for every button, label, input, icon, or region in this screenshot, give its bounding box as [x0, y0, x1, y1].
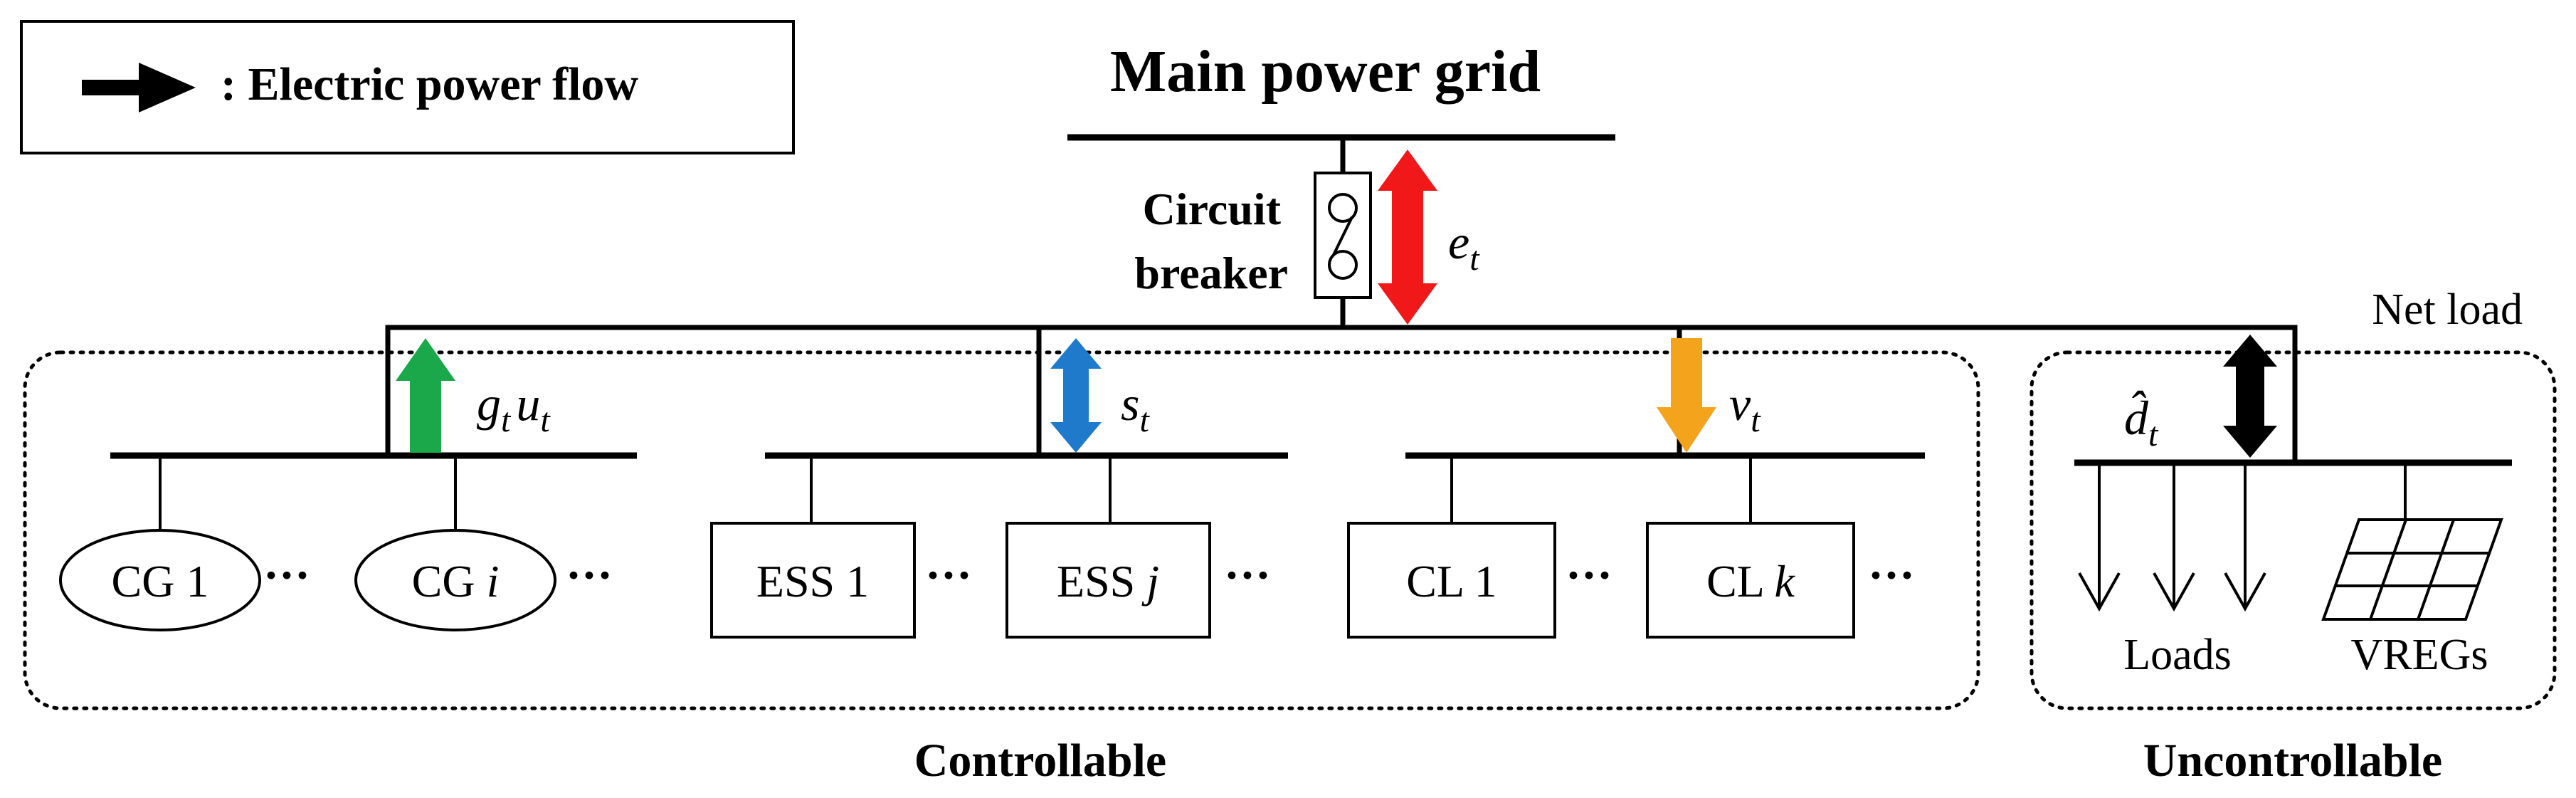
grid-title: Main power grid: [1110, 38, 1541, 105]
solar-panel-frame: [2321, 518, 2503, 621]
breaker-label-line2: breaker: [1134, 248, 1288, 298]
ess1-label: ESS 1: [756, 556, 869, 607]
solar-panel-icon: [2321, 518, 2503, 621]
loads-label: Loads: [2123, 631, 2232, 679]
net-load-label: Net load: [2372, 285, 2523, 334]
net-load-arrow-icon: [2223, 335, 2277, 458]
cl-ellipsis-end: ···: [1868, 550, 1915, 602]
storage-flow-label: st: [1121, 377, 1150, 439]
grid-exchange-label: et: [1448, 215, 1480, 278]
cg-ellipsis-end: ···: [566, 550, 613, 602]
cg1-label: CG 1: [112, 556, 209, 607]
net-load-flow-label: d̂t: [2124, 391, 2159, 453]
solar-panel-col-2: [2417, 519, 2455, 620]
controllable-label: Controllable: [914, 735, 1166, 787]
distribution-line: [385, 325, 2298, 463]
legend-label: : Electric power flow: [221, 58, 638, 110]
clk-unit: [1646, 522, 1855, 639]
load-arrow-icon: [1657, 338, 1716, 453]
load-arrow-1-icon: [2078, 572, 2121, 612]
legend-arrow-icon: [82, 63, 196, 112]
solar-panel-col-1: [2369, 519, 2407, 620]
cgi-unit: [354, 529, 556, 631]
breaker-switch-arm: [1332, 216, 1353, 256]
cg-ellipsis: ···: [263, 550, 310, 602]
clk-label: CL k: [1706, 556, 1795, 607]
breaker-contact-bottom: [1328, 250, 1358, 280]
load-arrow-2-icon: [2153, 572, 2195, 612]
cgi-label: CG i: [412, 556, 500, 607]
ess-ellipsis-end: ···: [1224, 550, 1271, 602]
generation-arrow-icon: [396, 338, 455, 453]
uncontrollable-group-box: [2029, 350, 2557, 710]
essj-unit: [1005, 522, 1211, 639]
breaker-contact-top: [1328, 193, 1358, 223]
uncontrollable-label: Uncontrollable: [2143, 735, 2442, 787]
controllable-group-box: [23, 350, 1980, 710]
cl-ellipsis: ···: [1566, 550, 1612, 602]
ess1-unit: [710, 522, 916, 639]
essj-label: ESS j: [1057, 556, 1159, 607]
legend: : Electric power flow: [20, 20, 795, 154]
breaker-label-line1: Circuit: [1143, 184, 1282, 234]
load-flow-label: vt: [1729, 377, 1761, 439]
ess-ellipsis: ···: [925, 550, 972, 602]
cl1-label: CL 1: [1406, 556, 1496, 607]
cl1-unit: [1347, 522, 1556, 639]
storage-arrow-icon: [1050, 338, 1102, 453]
vregs-label: VREGs: [2351, 631, 2488, 679]
loads-group: [2078, 463, 2266, 612]
grid-exchange-arrow-icon: [1378, 149, 1437, 325]
cg1-unit: [59, 529, 261, 631]
load-arrow-3-icon: [2224, 572, 2266, 612]
